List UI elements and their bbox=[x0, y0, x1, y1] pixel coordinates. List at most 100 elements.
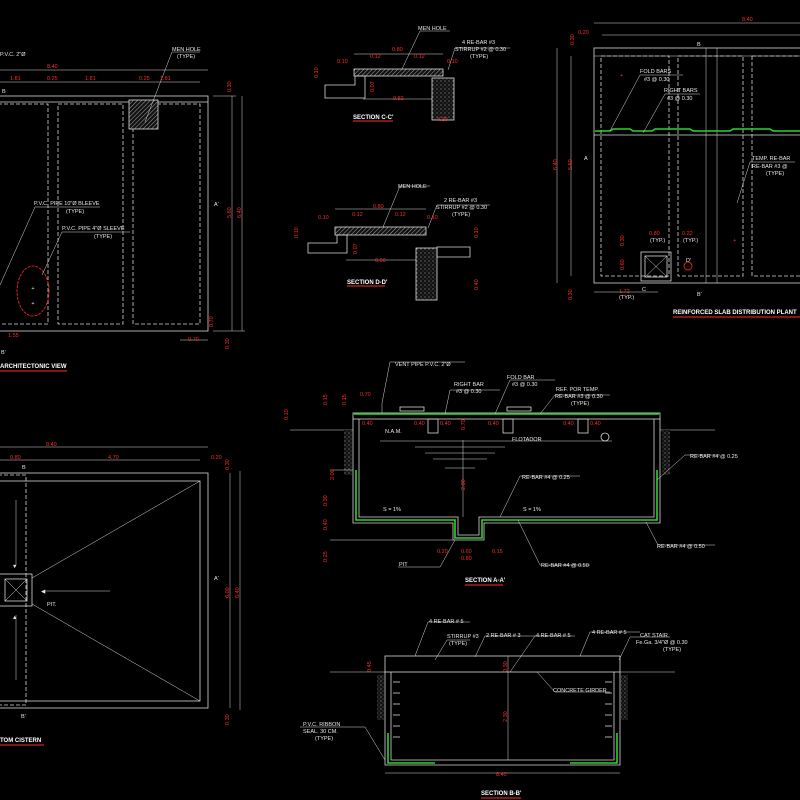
temp-spec: RE-BAR #3 @ 0.30 bbox=[555, 394, 603, 400]
rebar-label: RE-BAR #4 @ 0.50 bbox=[541, 563, 589, 569]
dimension: 1.81 bbox=[160, 76, 171, 82]
dimension: 5.60 bbox=[227, 207, 233, 218]
section-c-c: MEN HOLE 4 RE-BAR #3 STIRRUP #2 @ 0.30 (… bbox=[314, 26, 510, 123]
dimension: 0.40 bbox=[474, 279, 480, 290]
dimension: 5.60 bbox=[568, 159, 574, 170]
pvc-type-label: (TYPE) bbox=[315, 736, 333, 742]
dimension: 0.15 bbox=[342, 394, 348, 405]
type-label: (TYPE) bbox=[470, 54, 488, 60]
arrow-icon: ◀ bbox=[41, 589, 46, 595]
dimension: 6.40 bbox=[553, 159, 559, 170]
dimension: 0.30 bbox=[227, 81, 233, 92]
fold-bar-spec: #3 @ 0.30 bbox=[512, 382, 537, 388]
dimension: 8.40 bbox=[742, 17, 753, 23]
dimension: 0.30 bbox=[620, 235, 626, 246]
rebar-label: 2 RE-BAR # 3 bbox=[486, 633, 521, 639]
pvc-ribbon-label: P.V.C. RIBBON bbox=[303, 722, 340, 728]
dimension: 0.40 bbox=[362, 421, 373, 427]
dimension: 0.60 bbox=[620, 259, 626, 270]
view-title: SECTION B-B' bbox=[481, 791, 522, 797]
section-marker: D' bbox=[686, 258, 691, 264]
dimension: 0.60 bbox=[375, 258, 386, 264]
cat-stair-label: CAT STAIR bbox=[640, 633, 668, 639]
dimension: 0.40 bbox=[590, 421, 601, 427]
fold-bar-label: FOLD BAR bbox=[507, 375, 535, 381]
slope-label: S = 1% bbox=[523, 507, 541, 513]
cat-stair-rungs bbox=[393, 681, 612, 738]
dimension: 0.10 bbox=[474, 227, 480, 238]
vent-label: VENT PIPE P.V.C. 2"Ø bbox=[395, 362, 451, 368]
dimension: 0.80 bbox=[392, 47, 403, 53]
section-marker: B' bbox=[1, 350, 6, 356]
temp-rebar-label: TEMP. RE-BAR bbox=[752, 156, 790, 162]
view-title: TOM CISTERN bbox=[0, 738, 41, 744]
dimension: 0.30 bbox=[225, 338, 231, 349]
dimension: 0.15 bbox=[492, 549, 503, 555]
dimension: 1.81 bbox=[10, 76, 21, 82]
manhole-label: MEN HOLE bbox=[418, 26, 447, 32]
dimension: 0.10 bbox=[318, 215, 329, 221]
temp-rebar-spec: RE-BAR #3 @ bbox=[752, 164, 788, 170]
dimension: 0.07 bbox=[370, 81, 376, 92]
dimension: 4.70 bbox=[108, 455, 119, 461]
bottom-cistern-plan: ▼ ▲ ◀ PIT. B B' A' 8.40 0.80 4.70 0.20 0… bbox=[0, 442, 241, 746]
dimension: 2.00 bbox=[330, 469, 336, 480]
slab-distribution-plant: + + FOLD BARS #3 @ 0.30 RIGHT BARS #3 @ … bbox=[553, 17, 800, 318]
dimension: 0.12 bbox=[370, 54, 381, 60]
stirrup-label: STIRRUP #3 bbox=[447, 634, 479, 640]
pvc-seal-label: SEAL. 30 CM. bbox=[303, 729, 338, 735]
dimension: 1.55 bbox=[8, 333, 19, 339]
dimension: 0.10 bbox=[314, 67, 320, 78]
view-title: SECTION C-C' bbox=[353, 115, 394, 121]
section-a-a: VENT PIPE P.V.C. 2"Ø FOLD BAR #3 @ 0.30 … bbox=[284, 361, 738, 586]
pipe10-label: P.V.C. PIPE 10"Ø BLEEVE bbox=[34, 201, 100, 207]
floater-label: FLOTADOR bbox=[512, 437, 542, 443]
rebar-label: RE-BAR #4 @ 0.50 bbox=[657, 544, 705, 550]
dimension: 0.80 bbox=[10, 455, 21, 461]
rebar-label: RE-BAR #4 @ 0.25 bbox=[690, 454, 738, 460]
dimension-type: (TYP.) bbox=[683, 238, 698, 244]
dimension: 0.10 bbox=[427, 215, 438, 221]
dimension: 0.70 bbox=[188, 337, 199, 343]
view-title: SECTION A-A' bbox=[465, 578, 506, 584]
manhole-label: MEN HOLE bbox=[398, 184, 427, 190]
stirrup-type: (TYPE) bbox=[449, 641, 467, 647]
arrow-icon: ▼ bbox=[12, 564, 17, 570]
dimension: 0.07 bbox=[353, 243, 359, 254]
dimension: 2.00 bbox=[461, 479, 467, 490]
dimension: 0.30 bbox=[225, 714, 231, 725]
dimension: 0.25 bbox=[47, 76, 58, 82]
dimension: 0.12 bbox=[395, 212, 406, 218]
cat-stair-type: (TYPE) bbox=[663, 647, 681, 653]
rebar-label: 4 RE-BAR # 5 bbox=[429, 619, 464, 625]
stirrup-label: STIRRUP #2 @ 0.30 bbox=[455, 47, 506, 53]
dimension: 0.80 bbox=[649, 231, 660, 237]
dimension: 0.10 bbox=[294, 227, 300, 238]
dimension: 0.10 bbox=[284, 409, 290, 420]
pipe10-type: (TYPE) bbox=[66, 209, 84, 215]
dimension-type: (TYP.) bbox=[619, 295, 634, 301]
architectonic-view: + + P.V.C. 2"Ø MEN HOLE (TYPE) P.V.C. PI… bbox=[0, 47, 245, 372]
dimension-type: (TYP.) bbox=[650, 238, 665, 244]
pipe-marker: + bbox=[620, 73, 623, 79]
dimension: 0.12 bbox=[414, 54, 425, 60]
section-marker: A' bbox=[214, 202, 219, 208]
cat-stair-spec: Fe.Ga. 3/4"Ø @ 0.30 bbox=[636, 640, 688, 646]
right-bar-spec: #3 @ 0.30 bbox=[456, 389, 481, 395]
section-marker: B bbox=[697, 42, 701, 48]
girder-label: CONCRETE GIRDER bbox=[553, 688, 607, 694]
dimension: 0.25 bbox=[323, 551, 329, 562]
dimension: 1.81 bbox=[85, 76, 96, 82]
dimension: 0.30 bbox=[225, 459, 231, 470]
arrow-icon: ▲ bbox=[12, 615, 17, 621]
section-marker: C bbox=[642, 287, 646, 293]
dimension: 0.40 bbox=[414, 421, 425, 427]
dimension: 0.10 bbox=[337, 59, 348, 65]
rebar-label: RE-BAR #4 @ 0.25 bbox=[522, 475, 570, 481]
right-bar-label: RIGHT BAR bbox=[454, 382, 484, 388]
stirrup-label: STIRRUP #2 @ 0.30 bbox=[436, 205, 487, 211]
view-title: REINFORCED SLAB DISTRIBUTION PLANT bbox=[673, 310, 797, 316]
pipe4-type: (TYPE) bbox=[94, 234, 112, 240]
dimension: 0.30 bbox=[323, 495, 329, 506]
dimension: 0.15 bbox=[323, 394, 329, 405]
